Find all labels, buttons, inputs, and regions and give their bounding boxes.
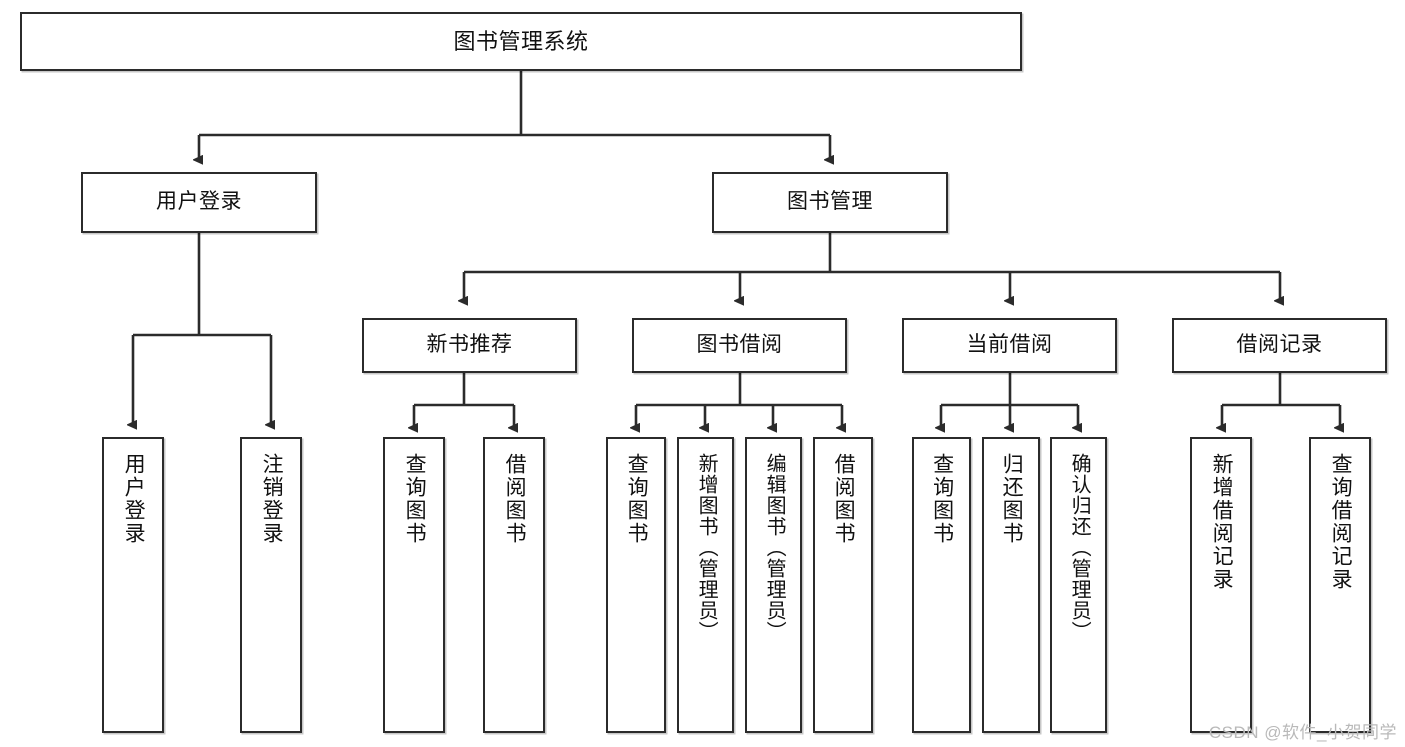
node-new-book-recommendation[interactable]: 新书推荐 [362, 318, 577, 373]
node-borrow-record[interactable]: 借阅记录 [1172, 318, 1387, 373]
node-book-borrow[interactable]: 图书借阅 [632, 318, 847, 373]
node-root-book-management-system[interactable]: 图书管理系统 [20, 12, 1022, 71]
node-label: 编辑图书（管理员） [763, 453, 786, 642]
node-leaf-borrow-book[interactable]: 借阅图书 [813, 437, 873, 733]
node-label: 当前借阅 [966, 333, 1053, 357]
node-leaf-add-borrow-record[interactable]: 新增借阅记录 [1190, 437, 1252, 733]
node-label: 图书管理 [787, 190, 873, 214]
node-label: 借阅记录 [1236, 333, 1323, 357]
node-label: 图书借阅 [696, 333, 783, 357]
node-leaf-logout[interactable]: 注销登录 [240, 437, 302, 733]
node-label: 借阅图书 [832, 453, 856, 545]
node-leaf-edit-book-admin[interactable]: 编辑图书（管理员） [745, 437, 802, 733]
node-leaf-query-book-borrow[interactable]: 查询图书 [606, 437, 666, 733]
node-label: 注销登录 [260, 453, 284, 545]
node-label: 新书推荐 [426, 333, 513, 357]
node-label: 归还图书 [1000, 453, 1024, 545]
node-label: 新增借阅记录 [1210, 453, 1234, 591]
node-label: 借阅图书 [503, 453, 527, 545]
node-leaf-query-book-current[interactable]: 查询图书 [912, 437, 971, 733]
node-leaf-borrow-book-recommend[interactable]: 借阅图书 [483, 437, 545, 733]
node-leaf-query-borrow-record[interactable]: 查询借阅记录 [1309, 437, 1371, 733]
node-leaf-user-login[interactable]: 用户登录 [102, 437, 164, 733]
node-label: 图书管理系统 [453, 28, 589, 54]
csdn-watermark: CSDN @软件_小贺同学 [1208, 723, 1397, 742]
node-label: 用户登录 [122, 453, 146, 545]
node-label: 查询借阅记录 [1329, 453, 1353, 591]
node-leaf-return-book[interactable]: 归还图书 [982, 437, 1040, 733]
node-label: 用户登录 [156, 190, 242, 214]
node-label: 查询图书 [625, 453, 649, 545]
node-user-login[interactable]: 用户登录 [81, 172, 317, 233]
node-leaf-confirm-return-admin[interactable]: 确认归还（管理员） [1050, 437, 1107, 733]
node-leaf-add-book-admin[interactable]: 新增图书（管理员） [677, 437, 734, 733]
node-label: 确认归还（管理员） [1068, 453, 1091, 642]
node-leaf-query-book-recommend[interactable]: 查询图书 [383, 437, 445, 733]
node-label: 查询图书 [403, 453, 427, 545]
node-label: 查询图书 [930, 453, 954, 545]
node-label: 新增图书（管理员） [695, 453, 718, 642]
node-book-management[interactable]: 图书管理 [712, 172, 948, 233]
node-current-borrow[interactable]: 当前借阅 [902, 318, 1117, 373]
